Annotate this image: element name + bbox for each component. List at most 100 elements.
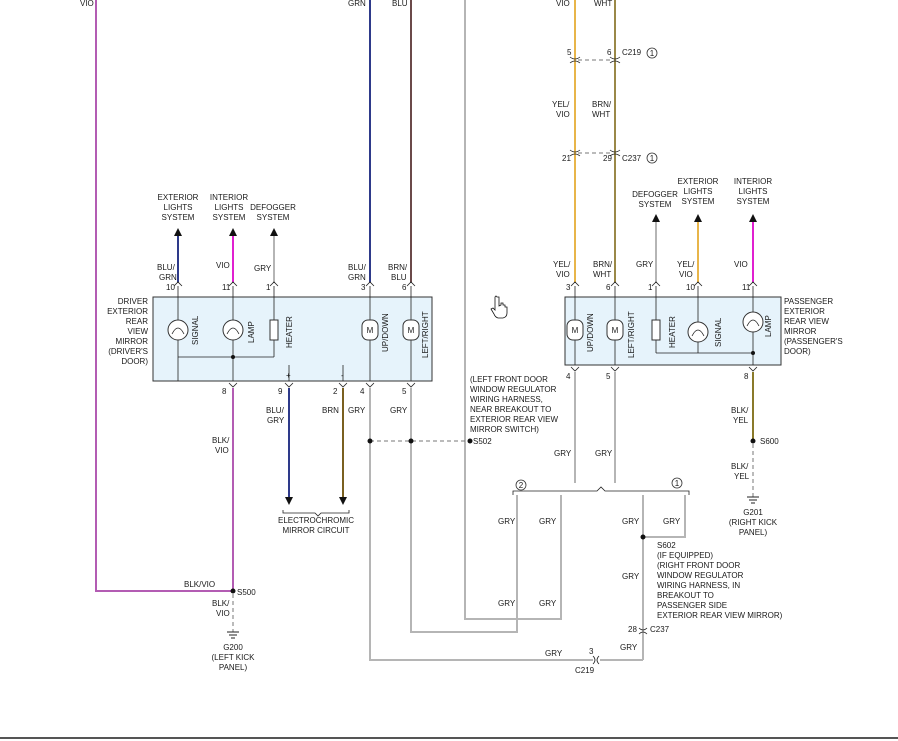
drv-arrow-ext [174,228,182,236]
drv-sys3-l2: SYSTEM [257,213,290,222]
pas-pin10: 10 [686,283,695,292]
drv-top-chevrons [173,281,416,287]
drv-motor-leftright [402,319,420,341]
pas-pin8: 8 [744,372,749,381]
s500-name: S500 [237,588,256,597]
pas-bottom-chevrons [570,366,758,372]
drv-pin6: 6 [402,283,407,292]
mid-yel-1: YEL/ [552,100,570,109]
pas-w1: GRY [636,260,654,269]
s502-n0: (LEFT FRONT DOOR [470,375,548,384]
s600-dot [750,438,756,444]
wire-gry-long-top [464,0,562,620]
drv-heater-label: HEATER [285,316,294,348]
drv-updown-label: UP/DOWN [381,313,390,352]
g200-ground-icon [227,631,239,639]
c219-top-symbols [569,56,621,64]
drv-sys2-l2: LIGHTS [215,203,244,212]
pas-blkyel-l2: YEL [733,416,749,425]
c219-pin6: 6 [607,48,612,57]
c219-bottom-name: C219 [575,666,595,675]
gry-b: GRY [539,517,557,526]
pas-sys3-l3: SYSTEM [737,197,770,206]
drv-int-dot [231,355,235,359]
drv-w1: GRY [254,264,272,273]
s602-n6: EXTERIOR REAR VIEW MIRROR) [657,611,783,620]
pas-name-0: PASSENGER [784,297,833,306]
s502-n1: WINDOW REGULATOR [470,385,557,394]
g201-ground-icon [747,496,759,504]
g200-2: PANEL) [219,663,248,672]
drv-w3-l2: GRN [348,273,366,282]
s500-bv-l2: VIO [216,609,230,618]
c219-badge-circle [646,47,658,59]
g201-1: (RIGHT KICK [729,518,778,527]
pas-bw4: GRY [554,449,572,458]
c219-pin5: 5 [567,48,572,57]
c237-badge-circle [646,152,658,164]
drv-name-6: DOOR) [121,357,148,366]
pas-arrow-ext [694,214,702,222]
s500-blkvio: BLK/VIO [184,580,215,589]
drv-heater [269,319,279,341]
variant-bracket [512,486,690,495]
electro-bracket [282,510,350,517]
drv-motor-lr-m: M [408,326,415,335]
drv-signal-label: SIGNAL [191,315,200,345]
s602-n3: WIRING HARNESS, IN [657,581,740,590]
pas-name-1: EXTERIOR [784,307,825,316]
s502-n4: EXTERIOR REAR VIEW [470,415,558,424]
s602-n4: BREAKOUT TO [657,591,714,600]
label-wht-top: WHT [594,0,612,8]
pas-arrow-int [749,214,757,222]
drv-w11: VIO [216,261,230,270]
variant-2: 2 [519,481,524,490]
variant-1: 1 [675,479,680,488]
pas-blkyel-l1: BLK/ [731,406,749,415]
drv-pin5: 5 [402,387,407,396]
drv-sys2-l1: INTERIOR [210,193,248,202]
gry-c: GRY [622,517,640,526]
s602-n5: PASSENGER SIDE [657,601,727,610]
pas-sys1-l2: SYSTEM [639,200,672,209]
s502-dot-1 [367,438,373,444]
gry-a: GRY [498,517,516,526]
s600-by-l2: YEL [734,472,750,481]
c237-top-symbols [569,149,621,157]
pas-lamp-label: LAMP [764,315,773,337]
drv-motor-updown [361,319,379,341]
drv-bw5: GRY [390,406,408,415]
g201-0: G201 [743,508,763,517]
drv-leftright-label: LEFT/RIGHT [421,311,430,358]
drv-lamp [222,319,244,341]
drv-w6-l1: BRN/ [388,263,408,272]
pas-signal-lamp [687,321,709,343]
hand-cursor-icon [490,295,508,319]
c237-bottom-symbol [638,627,648,635]
pas-bw5: GRY [595,449,613,458]
label-vio-top-left: VIO [80,0,94,8]
s500-bv-l1: BLK/ [212,599,230,608]
electro-l2: MIRROR CIRCUIT [282,526,349,535]
driver-mirror-box [152,296,433,382]
pas-sys3-l2: LIGHTS [739,187,768,196]
drv-name-3: VIEW [128,327,149,336]
passenger-mirror-box [564,296,782,366]
drv-signal-lamp [167,319,189,341]
drv-bw2: BRN [322,406,339,415]
mid-brn-2: WHT [592,110,610,119]
drv-name-2: REAR [126,317,148,326]
variant-2-circle [515,479,527,491]
pas-top-chevrons [570,281,758,287]
pas-motor-lr-m: M [612,326,619,335]
pas-motor-leftright [606,319,624,341]
c237-bottom-pin: 28 [628,625,637,634]
c237-pin29: 29 [603,154,612,163]
mid-brn-1: BRN/ [592,100,612,109]
pas-pin4: 4 [566,372,571,381]
drv-sys1-l3: SYSTEM [162,213,195,222]
pas-leftright-label: LEFT/RIGHT [627,311,636,358]
drv-pin11: 11 [222,283,231,292]
pas-pin5: 5 [606,372,611,381]
